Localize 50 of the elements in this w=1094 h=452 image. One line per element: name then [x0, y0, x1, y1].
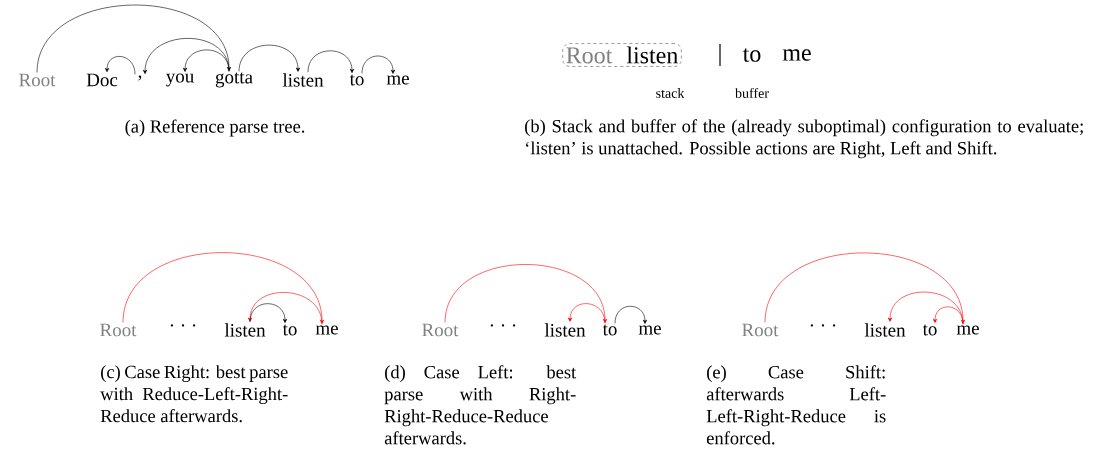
word: me [315, 325, 338, 335]
arc-arrow [567, 303, 606, 324]
arc-arrow [361, 55, 396, 74]
stack-label: stack [656, 88, 685, 98]
arc-arrow [444, 264, 608, 323]
arc-arrow [247, 292, 323, 325]
root-word: Root [742, 323, 779, 337]
word: me [386, 75, 409, 85]
arc-arrow [932, 306, 964, 325]
word: Doc [86, 73, 118, 87]
word: , [138, 75, 142, 81]
word: listen [282, 73, 324, 87]
word: me [782, 49, 811, 61]
word: to [602, 324, 617, 336]
subcaption: (d) Case Left: best parse with Right-Right-Reduce-Reduce afterwards. [384, 365, 577, 445]
word: to [742, 48, 761, 62]
word: you [166, 73, 194, 87]
buffer-label: buffer [735, 88, 769, 98]
subcaption: (c) Case Right: best parse with Reduce-Left-Right-Reduce afterwards. [100, 365, 288, 423]
word: to [922, 324, 937, 336]
root-word: Root [19, 73, 56, 87]
word: me [638, 325, 661, 335]
arc-arrow [36, 4, 232, 73]
subcaption: (a) Reference parse tree. [125, 119, 305, 137]
word: me [956, 325, 979, 335]
subcaption: (b) Stack and buffer of the (already suboptimal) configuration to evaluate; ‘listen’ is unattached. Possible actions are Right, Left and Shift. [525, 119, 1083, 159]
arc-arrow [307, 50, 355, 73]
word: gotta [215, 72, 253, 88]
word: listen [224, 323, 266, 337]
arc-arrow [614, 306, 648, 324]
word: listen [544, 323, 586, 337]
subcaption: (e) Case Shift: afterwards Left-Left-Right-Reduce is enforced. [706, 365, 886, 445]
stack-box: Root listen [562, 43, 682, 67]
ellipsis: · · · [490, 324, 516, 327]
arc-arrow [142, 38, 230, 74]
word: to [349, 74, 364, 86]
word: listen [864, 323, 906, 337]
ellipsis: · · · [810, 324, 836, 327]
arc-arrow [887, 291, 964, 325]
word: to [282, 324, 297, 336]
stack-divider: | [719, 44, 721, 66]
arc-arrow [764, 252, 966, 324]
root-word: Root [422, 323, 459, 337]
arc-arrow [182, 49, 230, 72]
arc-arrow [249, 303, 288, 323]
root-word: Root [100, 323, 137, 337]
arc-arrow [122, 252, 325, 324]
ellipsis: · · · [170, 324, 196, 327]
arc-arrow [238, 44, 301, 72]
arc-arrow [104, 56, 136, 75]
